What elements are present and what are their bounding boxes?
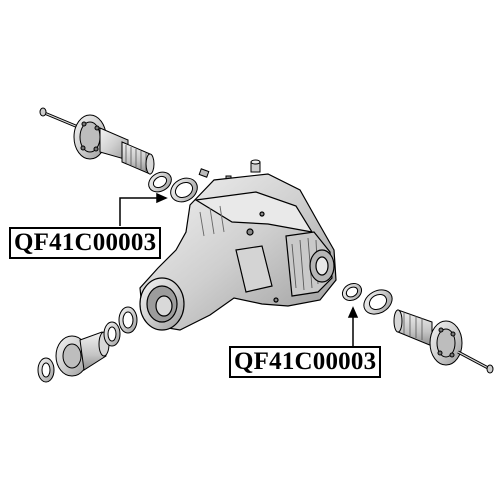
lower-left-seals xyxy=(103,306,138,347)
upper-bolt xyxy=(39,107,79,129)
upper-small-ring xyxy=(148,171,172,193)
lower-left-ring xyxy=(37,357,55,383)
lower-right-small-ring xyxy=(341,282,363,302)
housing-output-flange xyxy=(139,277,185,331)
leader-upper xyxy=(119,192,168,226)
lower-left-flange xyxy=(55,331,110,377)
lower-right-bolt xyxy=(457,350,494,374)
differential-housing xyxy=(139,173,337,331)
upper-oil-seal xyxy=(170,177,198,203)
part-number-label-lower: QF41C00003 xyxy=(229,346,382,378)
lower-right-drive-flange xyxy=(393,309,463,366)
leader-lower xyxy=(347,306,359,346)
part-number-label-upper: QF41C00003 xyxy=(9,227,162,259)
upper-splined-shaft xyxy=(121,141,155,175)
upper-drive-flange xyxy=(73,114,129,161)
lower-right-oil-seal xyxy=(363,289,393,315)
